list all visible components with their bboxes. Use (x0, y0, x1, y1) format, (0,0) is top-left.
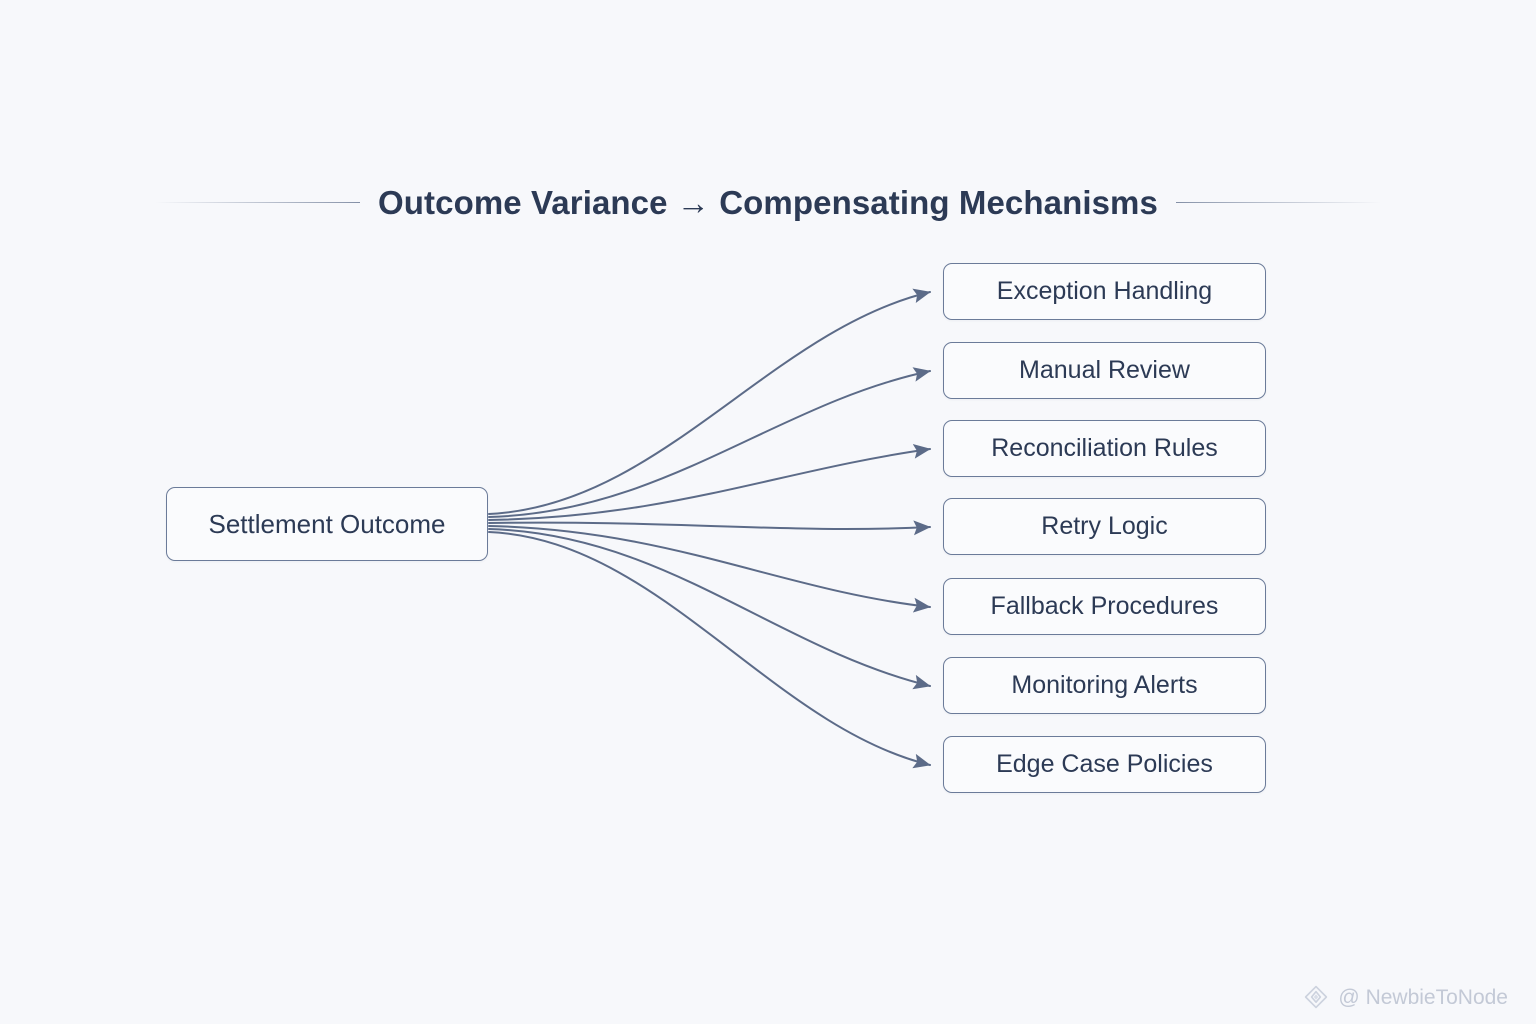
edge-to-reconciliation-rules (488, 443, 931, 521)
node-label: Monitoring Alerts (1011, 671, 1198, 699)
page-title: Outcome Variance → Compensating Mechanis… (378, 184, 1158, 221)
edge-to-fallback-procedures (488, 525, 931, 613)
node-label: Retry Logic (1041, 512, 1168, 540)
edge-to-monitoring-alerts (488, 528, 931, 690)
node-reconciliation-rules[interactable]: Reconciliation Rules (943, 420, 1266, 477)
node-monitoring-alerts[interactable]: Monitoring Alerts (943, 657, 1266, 714)
page-title-row: Outcome Variance → Compensating Mechanis… (0, 186, 1536, 219)
node-settlement-outcome[interactable]: Settlement Outcome (166, 487, 488, 561)
node-fallback-procedures[interactable]: Fallback Procedures (943, 578, 1266, 635)
node-retry-logic[interactable]: Retry Logic (943, 498, 1266, 555)
edge-to-edge-case-policies (488, 531, 931, 769)
watermark: @ NewbieToNode (1303, 984, 1508, 1010)
node-label: Settlement Outcome (208, 509, 446, 539)
edge-to-manual-review (488, 367, 931, 518)
node-edge-case-policies[interactable]: Edge Case Policies (943, 736, 1266, 793)
watermark-handle: @ NewbieToNode (1338, 985, 1508, 1009)
node-label: Reconciliation Rules (991, 434, 1218, 462)
node-manual-review[interactable]: Manual Review (943, 342, 1266, 399)
node-label: Edge Case Policies (996, 750, 1213, 778)
edge-to-exception-handling (488, 288, 931, 515)
node-label: Fallback Procedures (990, 592, 1219, 620)
node-label: Exception Handling (996, 277, 1213, 305)
node-exception-handling[interactable]: Exception Handling (943, 263, 1266, 320)
node-label: Manual Review (1019, 356, 1190, 384)
diamond-logo-icon (1305, 985, 1328, 1009)
title-rule-right (1175, 201, 1381, 204)
title-rule-left (155, 201, 361, 204)
edge-to-retry-logic (488, 520, 931, 536)
